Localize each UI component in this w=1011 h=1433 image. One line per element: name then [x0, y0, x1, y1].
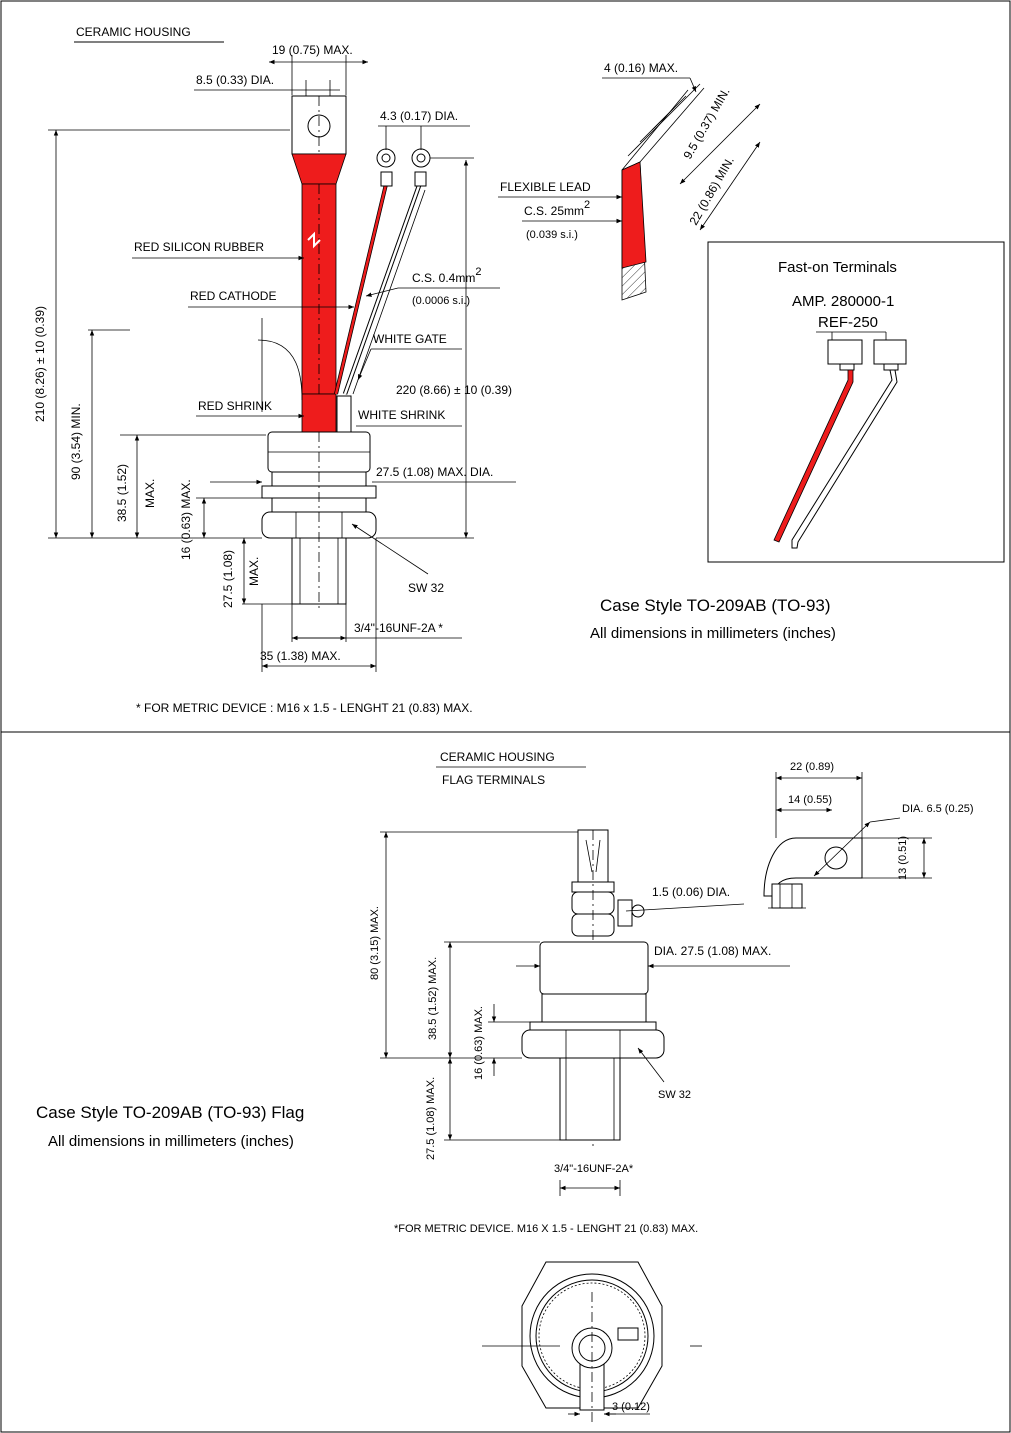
dim-22b-label: 22 (0.89) [790, 761, 834, 773]
ceramic-housing-header: CERAMIC HOUSING [76, 25, 191, 39]
dia-275-label: DIA. 27.5 (1.08) MAX. [654, 944, 771, 958]
fast-on-terminal-1 [827, 339, 863, 365]
bottom-footnote: *FOR METRIC DEVICE. M16 X 1.5 - LENGHT 2… [394, 1223, 698, 1235]
dim-385-label: 38.5 (1.52) [115, 464, 129, 522]
thread-b-label: 3/4"-16UNF-2A* [554, 1163, 634, 1175]
dim-16-label: 16 (0.63) MAX. [179, 479, 193, 560]
red-silicon-rubber-label: RED SILICON RUBBER [134, 240, 264, 254]
lead-95-label: 9.5 (0.37) MIN. [680, 85, 732, 161]
top-red-taper [291, 153, 347, 185]
flexible-lead-red [621, 161, 647, 269]
dim-220-label: 220 (8.66) ± 10 (0.39) [396, 383, 512, 397]
cs-04-inch-label: (0.0006 s.i.) [412, 295, 470, 307]
fast-on-box [707, 241, 1005, 563]
flexible-lead-label: FLEXIBLE LEAD [500, 180, 591, 194]
dim-13-label: 13 (0.51) [897, 836, 909, 880]
cs-04-label: C.S. 0.4mm2 [412, 266, 481, 285]
top-case-subtitle: All dimensions in millimeters (inches) [590, 625, 836, 642]
cs-25-inch-label: (0.039 s.i.) [526, 229, 578, 241]
dia-65-label: DIA. 6.5 (0.25) [902, 803, 974, 815]
bottom-case-subtitle: All dimensions in millimeters (inches) [48, 1133, 294, 1150]
dim-275v-max-label: MAX. [247, 557, 261, 586]
top-footnote: * FOR METRIC DEVICE : M16 x 1.5 - LENGHT… [136, 701, 473, 715]
sw32b-label: SW 32 [658, 1089, 691, 1101]
dim-3-label: 3 (0.12) [612, 1401, 650, 1413]
bottom-header-1: CERAMIC HOUSING [440, 750, 555, 764]
dim-80-label: 80 (3.15) MAX. [369, 906, 381, 980]
lead-4-label: 4 (0.16) MAX. [604, 61, 678, 75]
dim-385b-label: 38.5 (1.52) MAX. [427, 957, 439, 1040]
lead-22-label: 22 (0.86) MIN. [686, 154, 736, 227]
dim-385-max-label: MAX. [143, 479, 157, 508]
red-cathode-label: RED CATHODE [190, 289, 276, 303]
thread-label: 3/4"-16UNF-2A * [354, 621, 443, 635]
dim-16b-label: 16 (0.63) MAX. [473, 1006, 485, 1080]
bottom-thread-stud [559, 1057, 621, 1141]
fast-on-title: Fast-on Terminals [778, 259, 897, 276]
dim-90-label: 90 (3.54) MIN. [69, 403, 83, 480]
red-shrink-label: RED SHRINK [198, 399, 272, 413]
bottom-ceramic-body [539, 941, 649, 995]
dim-275b-label: 27.5 (1.08) MAX. [425, 1077, 437, 1160]
white-shrink-label: WHITE SHRINK [358, 408, 445, 422]
cs-25-label: C.S. 25mm2 [524, 199, 590, 218]
top-section: CERAMIC HOUSING 19 (0.75) MAX. 8.5 (0.33… [33, 25, 1005, 715]
top-red-shrink [301, 393, 337, 433]
white-gate-label: WHITE GATE [373, 332, 447, 346]
dim-43-label: 4.3 (0.17) DIA. [380, 109, 458, 123]
dim-275dia-label: 27.5 (1.08) MAX. DIA. [376, 465, 493, 479]
fast-on-terminal-2 [873, 339, 907, 365]
fast-on-amp: AMP. 280000-1 [792, 293, 894, 310]
bottom-section: CERAMIC HOUSING FLAG TERMINALS 1.5 (0.06… [36, 750, 974, 1424]
dim-85-label: 8.5 (0.33) DIA. [196, 73, 274, 87]
bottom-header-2: FLAG TERMINALS [442, 773, 545, 787]
dim-35-label: 35 (1.38) MAX. [260, 649, 341, 663]
top-case-title: Case Style TO-209AB (TO-93) [600, 596, 831, 615]
sw32-label: SW 32 [408, 581, 444, 595]
top-white-shrink [336, 395, 352, 433]
fast-on-ref: REF-250 [818, 314, 878, 331]
bottom-case-title: Case Style TO-209AB (TO-93) Flag [36, 1103, 304, 1122]
dim-15dia-label: 1.5 (0.06) DIA. [652, 885, 730, 899]
dim-14-label: 14 (0.55) [788, 794, 832, 806]
dim-210-label: 210 (8.26) ± 10 (0.39) [33, 306, 47, 422]
dim-19-label: 19 (0.75) MAX. [272, 43, 353, 57]
dim-275v-label: 27.5 (1.08) [221, 550, 235, 608]
